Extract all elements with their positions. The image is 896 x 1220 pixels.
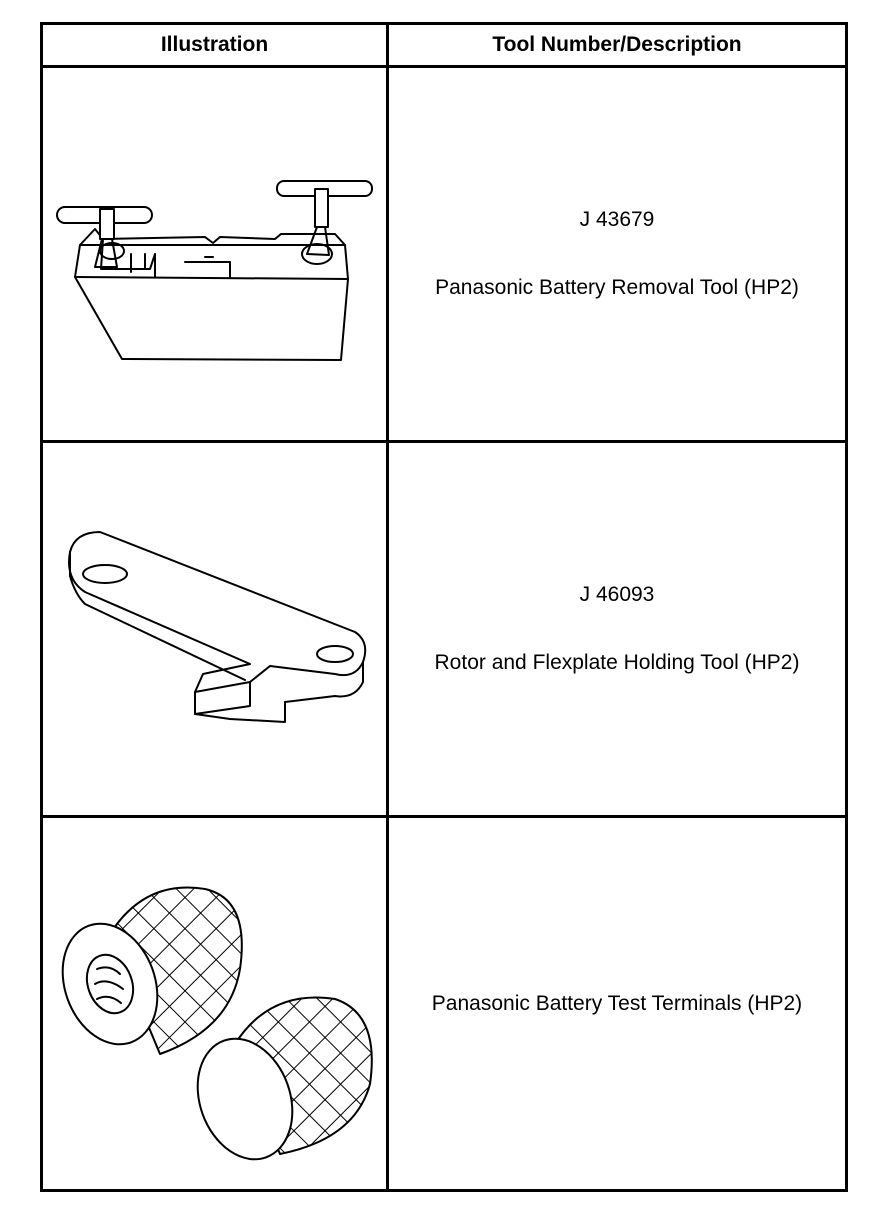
illustration-cell [43,443,386,815]
tool-description: Rotor and Flexplate Holding Tool (HP2) [434,651,800,674]
illustration-cell [43,68,386,440]
tools-table: Illustration Tool Number/Description J 4… [40,22,848,1192]
tool-description: Panasonic Battery Test Terminals (HP2) [431,991,803,1015]
column-divider [386,25,389,1189]
header-illustration: Illustration [160,33,269,56]
tool-number: J 46093 [579,583,655,606]
description-cell: Panasonic Battery Test Terminals (HP2) [389,818,845,1189]
tool-description: Panasonic Battery Removal Tool (HP2) [435,276,799,299]
header-divider [43,65,845,68]
row-divider [43,440,845,443]
holding-tool-icon [67,531,366,723]
battery-removal-tool-icon [55,180,373,361]
description-cell: J 46093 Rotor and Flexplate Holding Tool… [389,443,845,815]
row-divider [43,815,845,818]
tool-number: J 43679 [579,208,655,231]
test-terminals-icon [61,886,373,1160]
description-cell: J 43679 Panasonic Battery Removal Tool (… [389,68,845,440]
header-tool-description: Tool Number/Description [492,33,742,56]
illustration-cell [43,818,386,1189]
